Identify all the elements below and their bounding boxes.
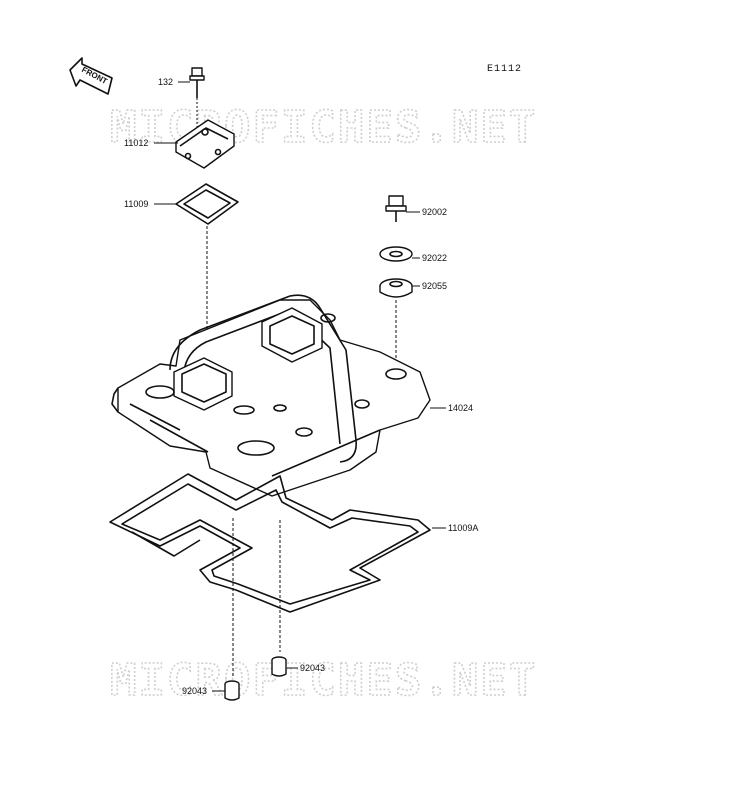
gasket-11009a-icon xyxy=(109,473,431,613)
watermark-bottom: MICROFICHES.NET xyxy=(110,655,537,706)
watermark-top: MICROFICHES.NET xyxy=(110,102,537,153)
dowel-pin-92043-left-icon xyxy=(224,680,240,701)
dowel-pin-92043-right-icon xyxy=(271,656,287,677)
label-92055: 92055 xyxy=(422,281,447,291)
label-11009: 11009 xyxy=(124,199,148,209)
label-11012: 11012 xyxy=(124,138,148,148)
label-11009A: 11009A xyxy=(448,523,478,533)
bolt-132-icon xyxy=(189,67,205,128)
label-132: 132 xyxy=(158,77,173,87)
washer-92022-icon xyxy=(379,246,413,262)
bolt-92002-icon xyxy=(385,195,407,222)
label-14024: 14024 xyxy=(448,403,473,413)
label-92043-left: 92043 xyxy=(182,686,207,696)
cover-plate-11012-icon xyxy=(175,119,235,169)
label-92002: 92002 xyxy=(422,207,447,217)
label-92043-right: 92043 xyxy=(300,663,325,673)
gasket-11009-icon xyxy=(175,183,239,225)
grommet-92055-icon xyxy=(379,278,413,298)
front-arrow-icon: FRONT xyxy=(69,57,113,95)
label-92022: 92022 xyxy=(422,253,447,263)
diagram-code: E1112 xyxy=(487,64,522,75)
cylinder-head-cover-14024-icon xyxy=(111,294,431,497)
